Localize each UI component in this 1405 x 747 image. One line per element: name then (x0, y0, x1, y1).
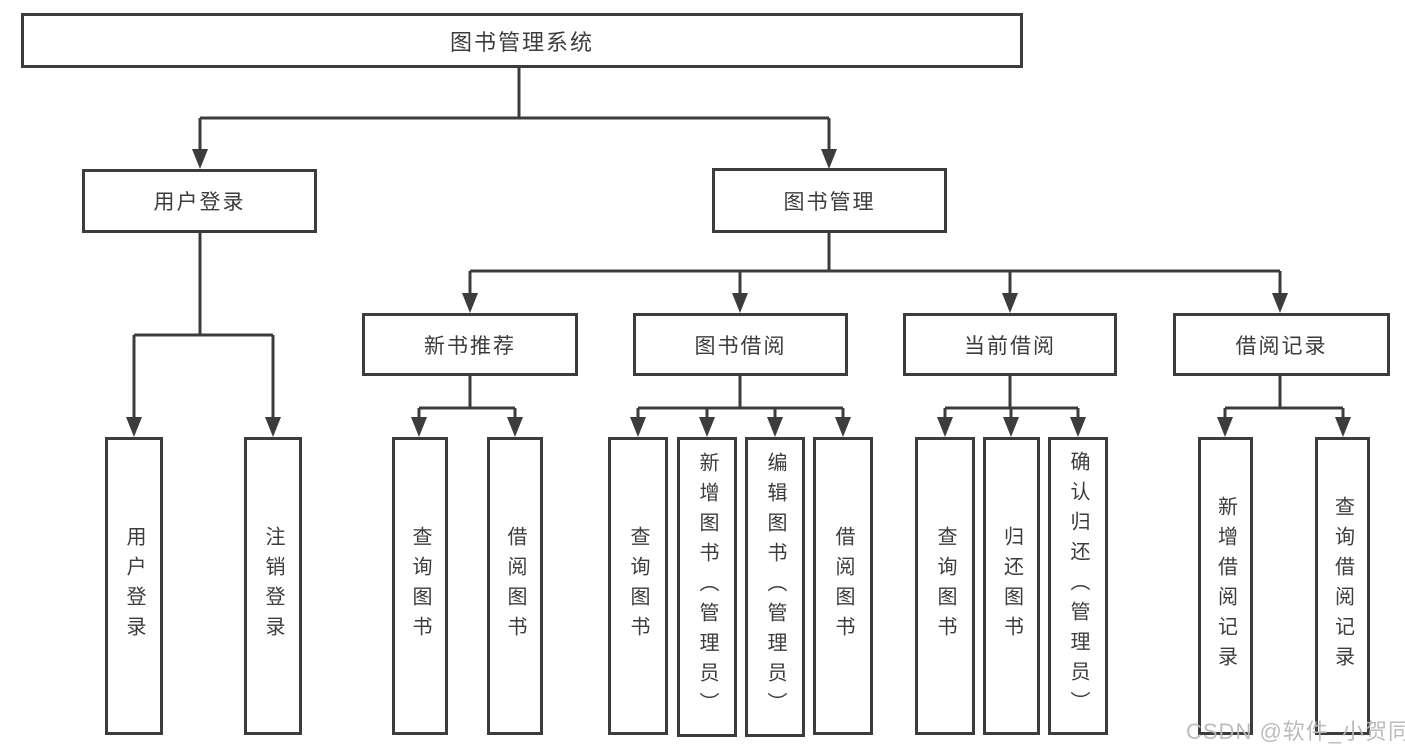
node-query-books-1-label: 查询图书 (409, 526, 431, 646)
node-borrowing-records-label: 借阅记录 (1235, 334, 1328, 358)
node-book-borrowing: 图书借阅 (633, 313, 848, 376)
node-library-system: 图书管理系统 (21, 13, 1023, 68)
node-borrow-books-1: 借阅图书 (487, 437, 543, 735)
node-query-books-1: 查询图书 (392, 437, 448, 735)
node-book-management-label: 图书管理 (783, 190, 876, 214)
node-add-book-admin: 新增图书（管理员） (677, 437, 737, 737)
node-user-login-leaf: 用户登录 (105, 437, 163, 735)
node-logout-label: 注销登录 (262, 526, 284, 646)
node-query-books-2-label: 查询图书 (627, 526, 649, 646)
node-user-login: 用户登录 (82, 169, 317, 233)
node-book-management: 图书管理 (712, 168, 947, 233)
node-borrow-books-1-label: 借阅图书 (504, 526, 526, 646)
node-confirm-return-admin: 确认归还（管理员） (1048, 437, 1108, 735)
node-borrow-books-2-label: 借阅图书 (832, 526, 854, 646)
node-query-books-2: 查询图书 (608, 437, 668, 735)
node-current-borrowing-label: 当前借阅 (964, 334, 1056, 358)
node-add-borrow-record: 新增借阅记录 (1198, 437, 1253, 735)
node-new-book-recommendation: 新书推荐 (362, 313, 578, 376)
node-edit-book-admin-label: 编辑图书（管理员） (764, 452, 786, 722)
node-current-borrowing: 当前借阅 (903, 313, 1117, 376)
watermark: CSDN @软件_小贺同学 (1186, 719, 1405, 744)
node-logout: 注销登录 (244, 437, 302, 735)
node-confirm-return-admin-label: 确认归还（管理员） (1067, 451, 1089, 721)
node-user-login-label: 用户登录 (153, 191, 246, 214)
node-borrowing-records: 借阅记录 (1173, 313, 1390, 376)
node-borrow-books-2: 借阅图书 (813, 437, 873, 735)
node-query-books-3-label: 查询图书 (934, 526, 956, 646)
node-query-borrow-record-label: 查询借阅记录 (1331, 496, 1354, 676)
node-query-books-3: 查询图书 (915, 437, 975, 735)
node-query-borrow-record: 查询借阅记录 (1315, 437, 1370, 735)
node-new-book-recommendation-label: 新书推荐 (424, 334, 516, 358)
node-return-book-label: 归还图书 (1000, 526, 1023, 646)
node-add-book-admin-label: 新增图书（管理员） (696, 452, 718, 722)
node-add-borrow-record-label: 新增借阅记录 (1214, 496, 1237, 676)
node-user-login-leaf-label: 用户登录 (123, 526, 145, 646)
node-book-borrowing-label: 图书借阅 (694, 334, 787, 358)
node-library-system-label: 图书管理系统 (449, 29, 594, 55)
node-return-book: 归还图书 (983, 437, 1040, 735)
node-edit-book-admin: 编辑图书（管理员） (745, 437, 805, 737)
